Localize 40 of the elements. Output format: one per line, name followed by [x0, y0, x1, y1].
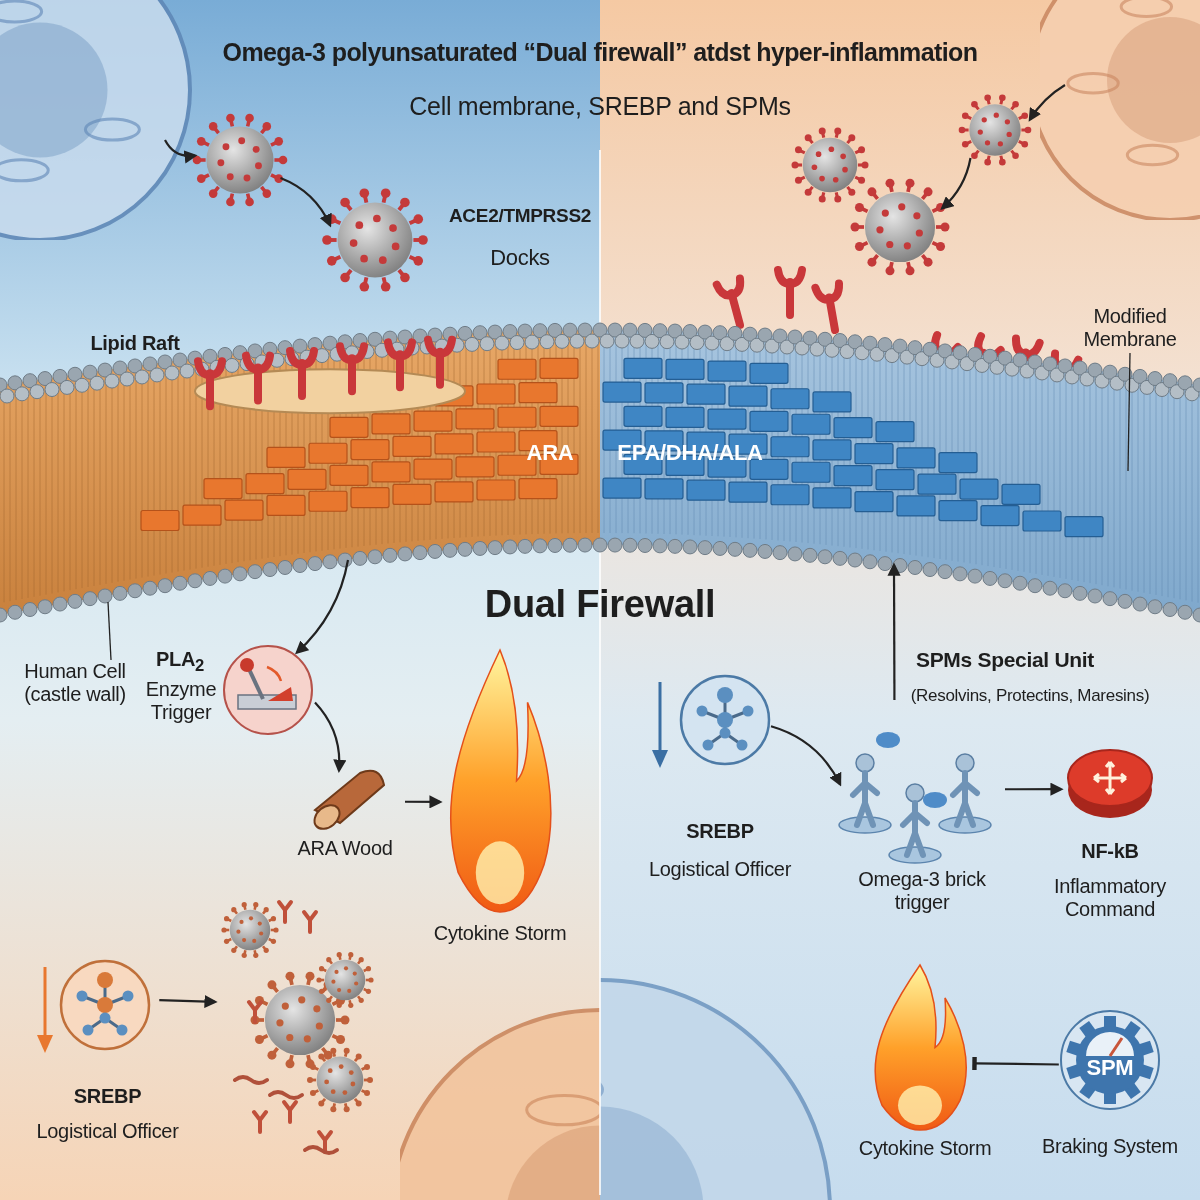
- label-text: Dual Firewall: [483, 583, 717, 627]
- label-text: (Resolvins, Protectins, Maresins): [909, 686, 1151, 706]
- arrow: [770, 725, 842, 787]
- label-text: Modified Membrane: [1082, 305, 1178, 351]
- label-text: Lipid Raft: [89, 332, 181, 355]
- arrow: [164, 139, 198, 164]
- arrow: [314, 701, 347, 773]
- label-text: Cytokine Storm: [432, 922, 568, 945]
- arrow: [940, 157, 972, 210]
- leader-line: [107, 601, 112, 661]
- arrow: [1028, 84, 1066, 122]
- label-text: Cell membrane, SREBP and SPMs: [408, 92, 792, 121]
- label-text: Logistical Officer: [647, 858, 793, 881]
- heading-text: SREBP: [72, 1085, 143, 1108]
- label-text: Enzyme Trigger: [144, 678, 218, 724]
- label-text: EPA/DHA/ALA: [616, 440, 764, 466]
- label-text: Cytokine Storm: [857, 1137, 993, 1160]
- inhibition-line: [972, 1056, 1059, 1071]
- label-text: Inflammatory Command: [1053, 875, 1167, 921]
- arrow: [1005, 782, 1064, 796]
- heading-text: NF-kB: [1080, 840, 1140, 863]
- heading-text: PLA$_{2}$: [154, 648, 206, 676]
- leader-line: [1127, 352, 1131, 472]
- label-text: Human Cell (castle wall): [23, 660, 127, 706]
- arrow: [887, 562, 901, 700]
- label-text: Docks: [489, 245, 551, 271]
- arrow: [405, 795, 443, 809]
- heading-text: SPM: [1085, 1055, 1135, 1081]
- label-text: Logistical Officer: [35, 1120, 180, 1143]
- arrow: [159, 994, 218, 1009]
- label-text: Braking System: [1041, 1135, 1179, 1158]
- arrow: [295, 559, 350, 655]
- label-text: ARA Wood: [296, 837, 394, 860]
- label-text: ARA: [525, 440, 575, 466]
- label-text: Omega-3 brick trigger: [857, 868, 987, 914]
- arrow: [280, 177, 332, 228]
- label-text: SPMs Special Unit: [914, 648, 1096, 673]
- title: Omega-3 polyunsaturated “Dual firewall” atdst hyper-inflammation: [221, 38, 979, 67]
- heading-text: SREBP: [685, 820, 755, 843]
- label-text: ACE2/TMPRSS2: [447, 205, 593, 227]
